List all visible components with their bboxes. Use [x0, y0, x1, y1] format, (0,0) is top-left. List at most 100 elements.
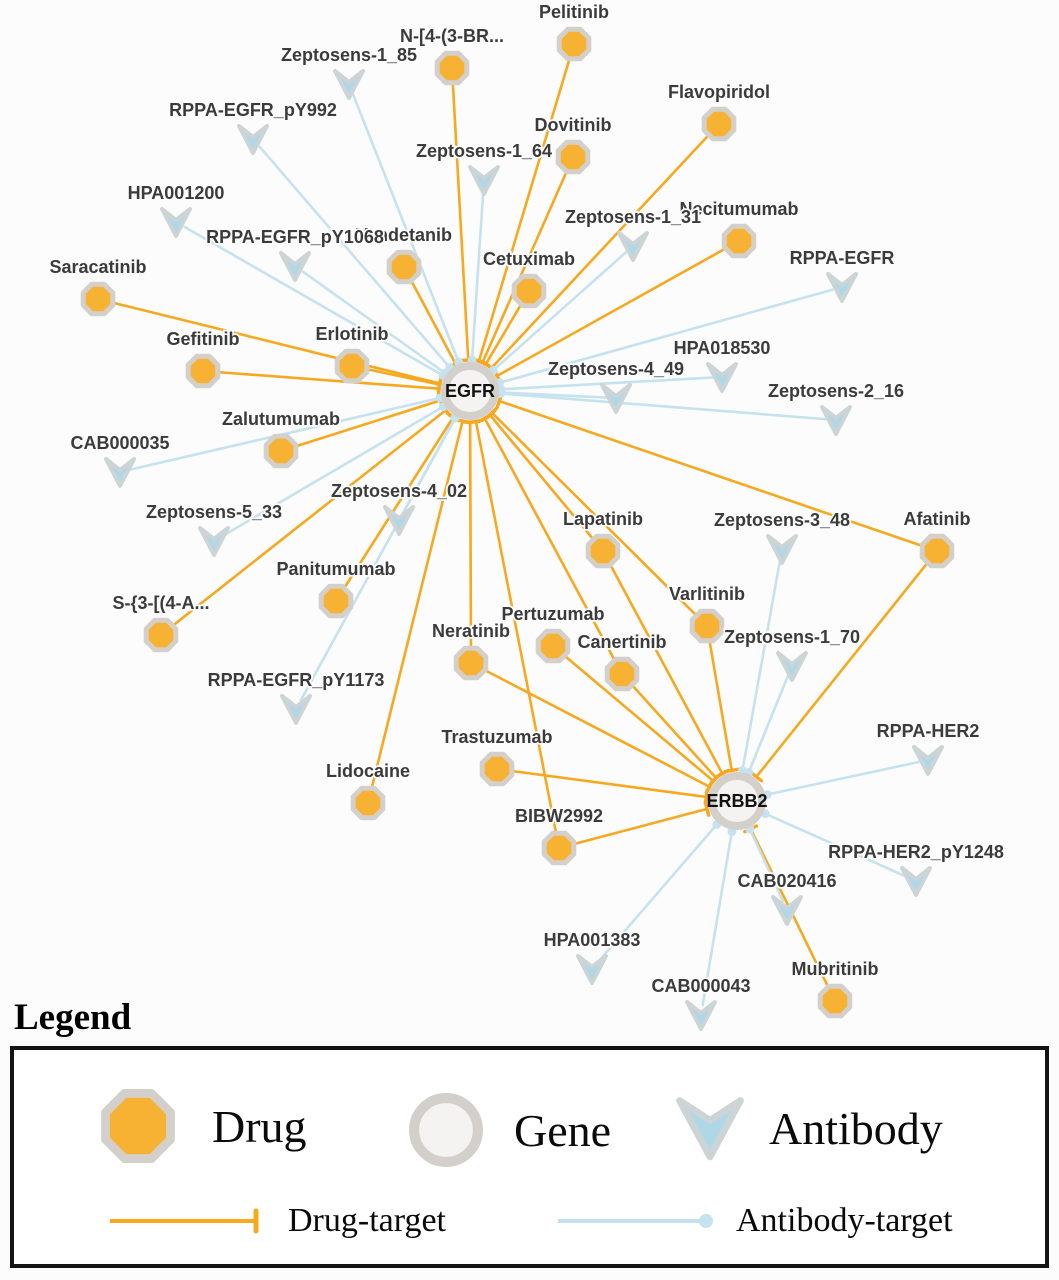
legend-item-gene: Gene: [404, 1088, 611, 1172]
antibody-target-edge-Zeptosens-1_70-ERBB2: [747, 673, 790, 774]
antibody-label-CAB000035: CAB000035: [70, 433, 169, 453]
drug-target-edge-Gefitinib-EGFR: [216, 370, 441, 390]
legend-item-drug-target: Drug-target: [106, 1202, 446, 1240]
gene-label-ERBB2: ERBB2: [706, 791, 767, 811]
antibody-node-RPPA-EGFR_pY1068: [279, 251, 311, 282]
antibody-target-edge-RPPA-HER2-ERBB2: [766, 760, 920, 796]
drug-target-edge-Neratinib-ERBB2: [483, 668, 711, 789]
drug-target-edge-Flavopiridol-EGFR: [489, 133, 711, 370]
legend-antibody-label: Antibody: [769, 1102, 943, 1154]
drug-target-edge-Lapatinib-EGFR: [488, 413, 595, 541]
drug-target-edge-BIBW2992-ERBB2: [572, 807, 709, 846]
drug-target-edge-Neratinib-EGFR: [468, 420, 473, 650]
antibody-node-Zeptosens-4_49: [600, 383, 632, 414]
drug-node-Dovitinib: [555, 139, 591, 175]
drug-label-Zalutumumab: Zalutumumab: [222, 409, 340, 429]
drug-node-Neratinib: [453, 645, 489, 681]
drug-target-edge-Canertinib-EGFR: [483, 417, 617, 663]
antibody-label-RPPA-EGFR: RPPA-EGFR: [790, 248, 895, 268]
drug-node-Erlotinib: [334, 348, 370, 384]
antibody-icon: [676, 1097, 744, 1161]
antibody-target-edge-RPPA-HER2_pY1248-ERBB2: [764, 812, 909, 879]
antibody-label-Zeptosens-1_70: Zeptosens-1_70: [724, 627, 860, 647]
legend-title: Legend: [14, 997, 132, 1038]
edges-layer: [111, 57, 929, 1007]
antibody-target-edge-RPPA-EGFR_pY992-EGFR: [258, 145, 452, 369]
antibody-node-RPPA-EGFR: [826, 272, 858, 303]
drug-target-edge-Pertuzumab-ERBB2: [563, 654, 715, 783]
legend-drug-label: Drug: [212, 1100, 307, 1152]
drug-label-Trastuzumab: Trastuzumab: [441, 727, 552, 747]
antibody-label-Zeptosens-1_85: Zeptosens-1_85: [281, 45, 417, 65]
antibody-target-edge-Zeptosens-3_48-ERBB2: [741, 557, 782, 772]
drug-node-Mubritinib: [817, 983, 853, 1019]
antibody-label-RPPA-EGFR_pY992: RPPA-EGFR_pY992: [169, 100, 337, 120]
drug-node-Pertuzumab: [535, 628, 571, 664]
antibody-node-RPPA-EGFR_pY992: [237, 124, 269, 155]
antibody-target-edge-CAB000043-ERBB2: [701, 830, 734, 1007]
drug-label-Lapatinib: Lapatinib: [563, 509, 643, 529]
drug-target-edge-Cetuximab-EGFR: [484, 302, 523, 366]
antibody-label-HPA001383: HPA001383: [544, 930, 641, 950]
drug-target-edge-Canertinib-ERBB2: [630, 683, 718, 780]
antibody-node-HPA001200: [160, 207, 192, 238]
drug-label-N-[4-(3-BR...: N-[4-(3-BR...: [400, 26, 504, 46]
gene-icon: [409, 1093, 483, 1167]
drug-label-Neratinib: Neratinib: [432, 621, 510, 641]
antibody-label-CAB000043: CAB000043: [651, 976, 750, 996]
antibody-label-HPA018530: HPA018530: [674, 338, 771, 358]
antibody-target-edge-HPA001383-ERBB2: [597, 823, 719, 963]
drug-target-edge-Afatinib-ERBB2: [755, 561, 929, 779]
drug-target-edge-Varlitinib-EGFR: [490, 411, 698, 617]
drug-node-Varlitinib: [689, 608, 725, 644]
antibody-target-edge-HPA001200-EGFR: [183, 225, 445, 377]
antibody-node-CAB020416: [771, 895, 803, 926]
antibody-target-edge-CAB020416-ERBB2: [748, 827, 785, 903]
antibody-node-RPPA-HER2_pY1248: [900, 866, 932, 897]
drug-label-Mubritinib: Mubritinib: [792, 959, 879, 979]
drug-node-Pelitinib: [556, 26, 592, 62]
antibody-node-CAB000043: [685, 1000, 717, 1031]
drug-target-edge-Saracatinib-EGFR: [111, 301, 442, 385]
legend-drug-target-label: Drug-target: [288, 1202, 446, 1239]
antibody-label-Zeptosens-1_31: Zeptosens-1_31: [565, 207, 701, 227]
drug-label-Gefitinib: Gefitinib: [167, 329, 240, 349]
drug-node-Saracatinib: [80, 281, 116, 317]
drug-target-edge-Lidocaine-EGFR: [370, 419, 464, 790]
antibody-label-RPPA-HER2_pY1248: RPPA-HER2_pY1248: [828, 842, 1004, 862]
antibody-node-Zeptosens-1_64: [468, 165, 500, 196]
drug-node-Lidocaine: [350, 785, 386, 821]
drug-node-Necitumumab: [721, 223, 757, 259]
antibody-target-edge-Zeptosens-2_16-EGFR: [499, 392, 828, 421]
inhibition-tick: [703, 800, 711, 817]
inhibition-tick: [709, 771, 723, 785]
antibody-node-Zeptosens-4_02: [383, 505, 415, 536]
antibody-node-HPA001383: [576, 954, 608, 985]
legend-item-drug: Drug: [94, 1082, 307, 1170]
drug-node-Vandetanib: [386, 249, 422, 285]
drug-node-Lapatinib: [585, 533, 621, 569]
antibody-target-edge-icon: [558, 1214, 713, 1228]
antibody-label-CAB020416: CAB020416: [737, 871, 836, 891]
antibody-node-RPPA-HER2: [912, 745, 944, 776]
drug-node-BIBW2992: [541, 830, 577, 866]
drug-node-S-{3-[(4-A...: [143, 617, 179, 653]
drug-label-Erlotinib: Erlotinib: [316, 324, 389, 344]
drug-target-edge-Panitumumab-EGFR: [342, 415, 455, 590]
antibody-label-Zeptosens-2_16: Zeptosens-2_16: [768, 381, 904, 401]
drug-label-Pertuzumab: Pertuzumab: [501, 604, 604, 624]
drug-node-Afatinib: [919, 533, 955, 569]
drug-node-Trastuzumab: [479, 751, 515, 787]
gene-node-EGFR: [441, 362, 499, 420]
antibody-node-Zeptosens-1_31: [617, 231, 649, 262]
drug-target-edge-Trastuzumab-ERBB2: [510, 769, 708, 799]
drug-target-edge-Lapatinib-ERBB2: [608, 562, 724, 775]
drug-node-Canertinib: [604, 656, 640, 692]
drug-node-N-[4-(3-BR...: [434, 50, 470, 86]
drug-target-edge-Pelitinib-EGFR: [477, 57, 571, 363]
antibody-target-edge-Zeptosens-1_64-EGFR: [470, 188, 485, 362]
drug-label-Pelitinib: Pelitinib: [539, 2, 609, 22]
drug-target-edge-Dovitinib-EGFR: [481, 169, 569, 364]
antibody-label-RPPA-EGFR_pY1173: RPPA-EGFR_pY1173: [208, 670, 385, 690]
